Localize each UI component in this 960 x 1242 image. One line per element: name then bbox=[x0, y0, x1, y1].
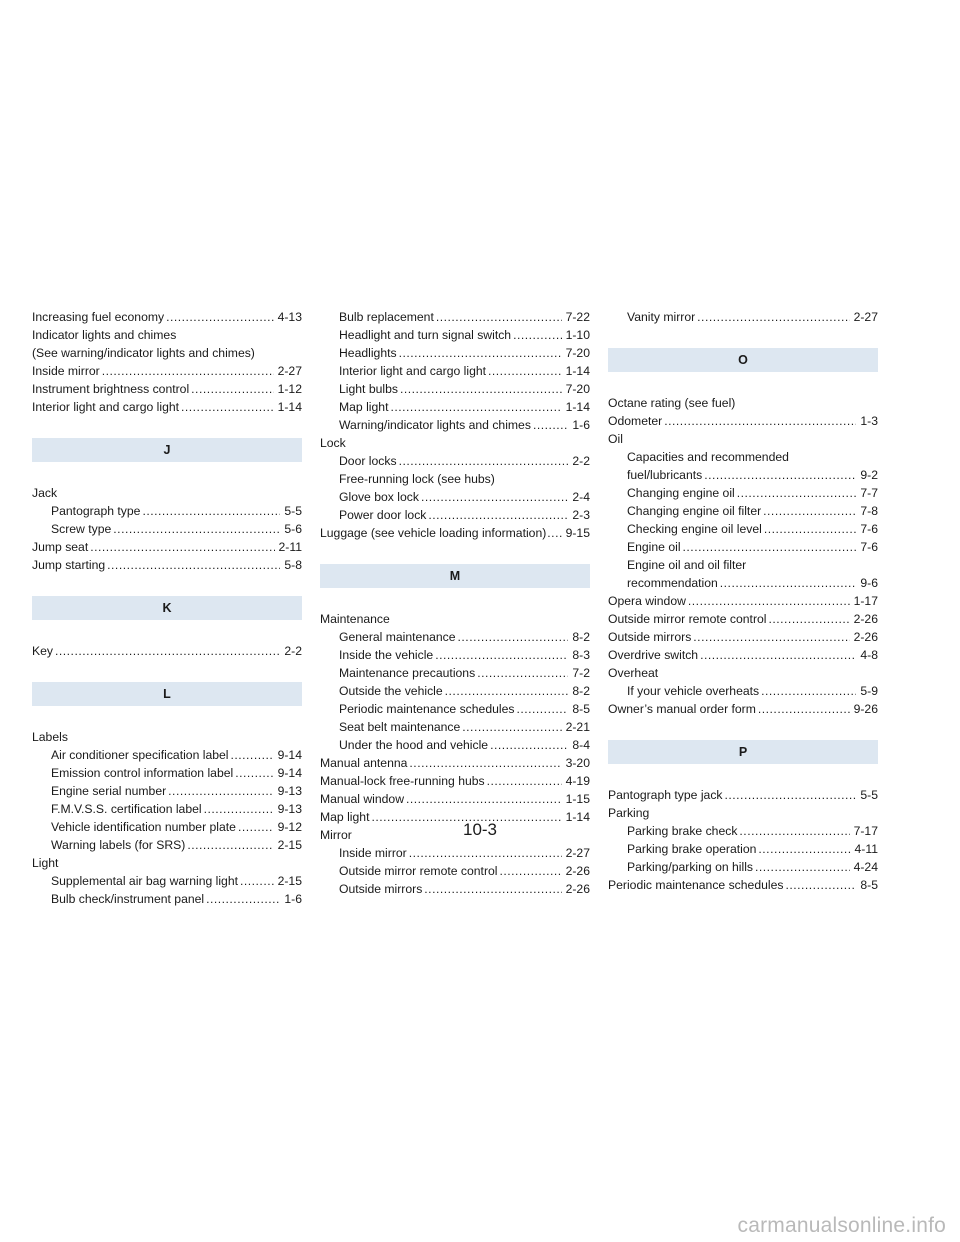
index-heading: Parking bbox=[608, 806, 650, 820]
index-note: Free-running lock (see hubs) bbox=[339, 472, 495, 486]
index-note: Octane rating (see fuel) bbox=[608, 396, 736, 410]
index-heading: Overheat bbox=[608, 666, 659, 680]
index-subentry: Bulb check/instrument panel1-6 bbox=[32, 890, 302, 908]
index-heading: Indicator lights and chimes bbox=[32, 328, 177, 342]
index-column-3: Vanity mirror2-27 O Octane rating (see f… bbox=[608, 308, 878, 894]
index-subentry: Screw type5-6 bbox=[32, 520, 302, 538]
index-subentry: Vanity mirror2-27 bbox=[608, 308, 878, 326]
index-subentry: Seat belt maintenance2-21 bbox=[320, 718, 590, 736]
index-subentry: Power door lock2-3 bbox=[320, 506, 590, 524]
index-entry: Inside mirror2-27 bbox=[32, 362, 302, 380]
index-entry: Increasing fuel economy4-13 bbox=[32, 308, 302, 326]
index-entry: Interior light and cargo light1-14 bbox=[32, 398, 302, 416]
index-subentry: Parking brake operation4-11 bbox=[608, 840, 878, 858]
index-entry: Instrument brightness control1-12 bbox=[32, 380, 302, 398]
index-subentry: Warning labels (for SRS)2-15 bbox=[32, 836, 302, 854]
index-heading: Mirror bbox=[320, 828, 352, 842]
index-heading: Lock bbox=[320, 436, 346, 450]
index-subentry: Bulb replacement7-22 bbox=[320, 308, 590, 326]
index-column-2: Bulb replacement7-22 Headlight and turn … bbox=[320, 308, 590, 898]
index-subentry: Inside the vehicle8-3 bbox=[320, 646, 590, 664]
index-entry: Owner’s manual order form9-26 bbox=[608, 700, 878, 718]
index-subentry: Interior light and cargo light1-14 bbox=[320, 362, 590, 380]
index-entry: Outside mirror remote control2-26 bbox=[608, 610, 878, 628]
index-subentry-text: Capacities and recommended bbox=[627, 450, 789, 464]
index-entry: Map light1-14 bbox=[320, 808, 590, 826]
index-subentry: Parking brake check7-17 bbox=[608, 822, 878, 840]
index-subentry: Outside mirrors2-26 bbox=[320, 880, 590, 898]
index-entry: Manual antenna3-20 bbox=[320, 754, 590, 772]
index-entry: Luggage (see vehicle loading information… bbox=[320, 524, 590, 542]
index-heading: Jack bbox=[32, 486, 58, 500]
index-column-1: Increasing fuel economy4-13 Indicator li… bbox=[32, 308, 302, 908]
index-subentry: Headlight and turn signal switch1-10 bbox=[320, 326, 590, 344]
watermark: carmanualsonline.info bbox=[737, 1214, 946, 1237]
index-entry: Overdrive switch4-8 bbox=[608, 646, 878, 664]
index-entry: Pantograph type jack5-5 bbox=[608, 786, 878, 804]
index-subentry: Vehicle identification number plate9-12 bbox=[32, 818, 302, 836]
index-subentry: Inside mirror2-27 bbox=[320, 844, 590, 862]
index-subentry: Glove box lock2-4 bbox=[320, 488, 590, 506]
section-letter-o: O bbox=[608, 348, 878, 372]
index-heading: Labels bbox=[32, 730, 68, 744]
index-heading: Oil bbox=[608, 432, 623, 446]
index-entry: Key2-2 bbox=[32, 642, 302, 660]
index-subentry: recommendation9-6 bbox=[608, 574, 878, 592]
index-entry: Outside mirrors2-26 bbox=[608, 628, 878, 646]
index-entry: Manual-lock free-running hubs4-19 bbox=[320, 772, 590, 790]
index-entry: Jump starting5-8 bbox=[32, 556, 302, 574]
index-subentry: Outside mirror remote control2-26 bbox=[320, 862, 590, 880]
index-subentry: General maintenance8-2 bbox=[320, 628, 590, 646]
index-entry: Jump seat2-11 bbox=[32, 538, 302, 556]
section-letter-m: M bbox=[320, 564, 590, 588]
page-number: 10-3 bbox=[462, 820, 498, 839]
index-subentry: Supplemental air bag warning light2-15 bbox=[32, 872, 302, 890]
section-letter-k: K bbox=[32, 596, 302, 620]
index-subentry: Changing engine oil7-7 bbox=[608, 484, 878, 502]
index-subentry: fuel/lubricants9-2 bbox=[608, 466, 878, 484]
index-subentry: Emission control information label9-14 bbox=[32, 764, 302, 782]
index-subentry-text: Engine oil and oil filter bbox=[627, 558, 747, 572]
index-subentry: Air conditioner specification label9-14 bbox=[32, 746, 302, 764]
index-note: (See warning/indicator lights and chimes… bbox=[32, 346, 255, 360]
index-subentry: Changing engine oil filter7-8 bbox=[608, 502, 878, 520]
index-subentry: Door locks2-2 bbox=[320, 452, 590, 470]
index-subentry: Warning/indicator lights and chimes1-6 bbox=[320, 416, 590, 434]
index-heading: Maintenance bbox=[320, 612, 390, 626]
section-letter-p: P bbox=[608, 740, 878, 764]
index-entry: Opera window1-17 bbox=[608, 592, 878, 610]
index-subentry: Under the hood and vehicle8-4 bbox=[320, 736, 590, 754]
index-subentry: Outside the vehicle8-2 bbox=[320, 682, 590, 700]
index-entry: Odometer1-3 bbox=[608, 412, 878, 430]
index-entry: Manual window1-15 bbox=[320, 790, 590, 808]
index-subentry: Headlights7-20 bbox=[320, 344, 590, 362]
index-subentry: Engine serial number9-13 bbox=[32, 782, 302, 800]
index-subentry: Pantograph type5-5 bbox=[32, 502, 302, 520]
index-subentry: Checking engine oil level7-6 bbox=[608, 520, 878, 538]
index-subentry: F.M.V.S.S. certification label9-13 bbox=[32, 800, 302, 818]
section-letter-j: J bbox=[32, 438, 302, 462]
index-subentry: Maintenance precautions7-2 bbox=[320, 664, 590, 682]
index-subentry: If your vehicle overheats5-9 bbox=[608, 682, 878, 700]
index-entry: Periodic maintenance schedules8-5 bbox=[608, 876, 878, 894]
index-subentry: Light bulbs7-20 bbox=[320, 380, 590, 398]
index-subentry: Map light1-14 bbox=[320, 398, 590, 416]
section-letter-l: L bbox=[32, 682, 302, 706]
index-subentry: Periodic maintenance schedules8-5 bbox=[320, 700, 590, 718]
index-subentry: Parking/parking on hills4-24 bbox=[608, 858, 878, 876]
index-heading: Light bbox=[32, 856, 59, 870]
index-subentry: Engine oil7-6 bbox=[608, 538, 878, 556]
